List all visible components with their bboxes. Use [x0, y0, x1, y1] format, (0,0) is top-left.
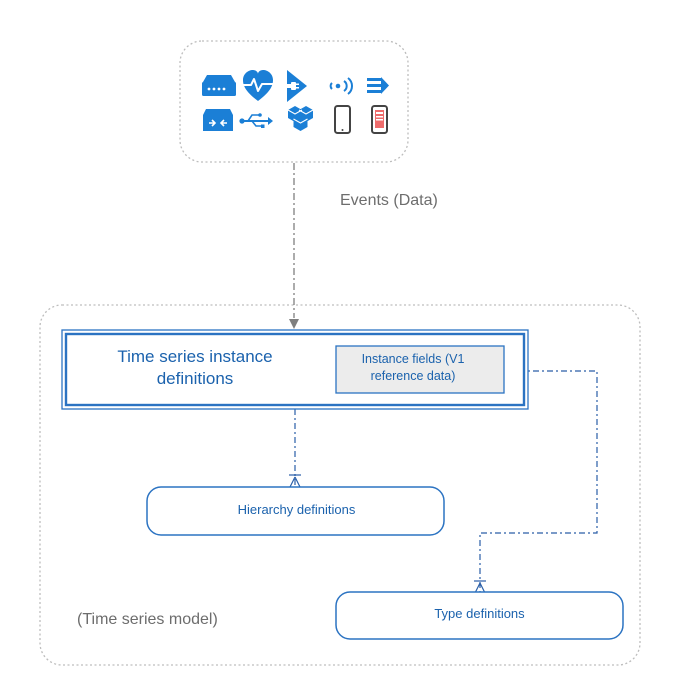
- fields-to-type-connector: [479, 370, 598, 592]
- heart-pulse-icon: [243, 70, 273, 101]
- events-label: Events (Data): [340, 192, 438, 209]
- stream-lines-icon: [367, 77, 389, 94]
- events-arrowhead: [289, 319, 299, 329]
- hierarchy-definitions-box: [146, 486, 445, 536]
- mobile-phone-icon: [334, 105, 351, 134]
- event-sources-container: [179, 40, 409, 163]
- tsi-title-line1: Time series instance: [117, 347, 273, 366]
- hierarchy-crowfoot-icon: [289, 474, 301, 488]
- mobile-app-icon: [371, 105, 388, 134]
- plug-play-icon: [287, 70, 307, 102]
- wireless-signal-icon: [329, 77, 353, 95]
- cubes-icon: [287, 106, 314, 131]
- server-appliance-icon: [202, 75, 236, 96]
- tsi-title-line2: definitions: [156, 369, 234, 388]
- storage-box-icon: [203, 109, 233, 131]
- instance-fields-label: Instance fields (V1 reference data): [338, 351, 488, 385]
- type-definitions-box: [335, 591, 624, 640]
- instance-fields-line1: Instance fields (V1: [361, 352, 465, 366]
- instance-fields-line2: reference data): [370, 369, 456, 383]
- tsi-definitions-box-inner: [64, 332, 526, 407]
- tsi-definitions-title: Time series instance definitions: [75, 346, 315, 390]
- type-definitions-label: Type definitions: [434, 606, 525, 621]
- instance-fields-box: [335, 345, 505, 394]
- hierarchy-definitions-label: Hierarchy definitions: [237, 502, 356, 517]
- time-series-model-container: [39, 304, 641, 666]
- usb-icon: [239, 113, 273, 128]
- time-series-model-label: (Time series model): [77, 611, 218, 628]
